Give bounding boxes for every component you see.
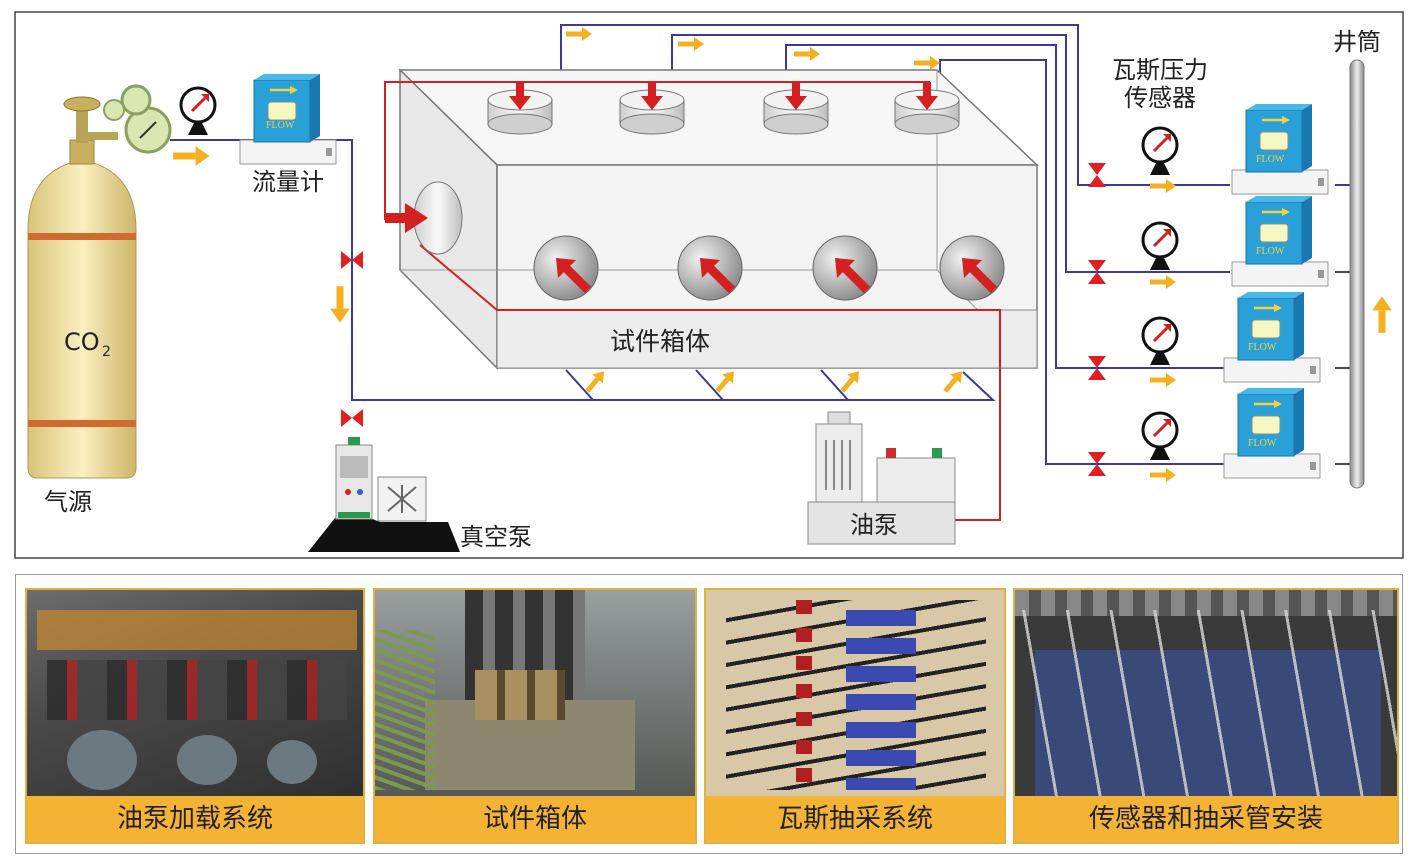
photo-oil-pump-image [27, 590, 363, 796]
photo-specimen-box: 试件箱体 [373, 588, 697, 844]
outlet-flowmeter-1-text: FLOW [1256, 154, 1285, 165]
front-loading-balls [533, 235, 1005, 301]
oil-pump [807, 411, 956, 545]
top-loading-pistons [487, 82, 960, 135]
photo-gas-extraction-image [706, 590, 1004, 796]
vacuum-pump-label: 真空泵 [460, 523, 532, 551]
photo-sensor-installation: 传感器和抽采管安装 [1013, 588, 1399, 844]
oil-pump-label: 油泵 [850, 511, 898, 539]
outlet-flowmeter-4-text: FLOW [1248, 438, 1277, 449]
co2-label: CO [64, 328, 100, 356]
wellbore-pipe [1349, 59, 1365, 489]
caption-oil-pump: 油泵加载系统 [27, 796, 363, 842]
gas-source-label: 气源 [44, 488, 92, 516]
red-hydraulic-pipes [384, 81, 1001, 521]
gas-pressure-sensor-label-line2: 传感器 [1124, 84, 1196, 112]
photo-sensor-installation-image [1015, 590, 1397, 800]
co2-gas-cylinder [27, 84, 230, 479]
caption-gas-extraction: 瓦斯抽采系统 [706, 796, 1004, 842]
outlet-flowmeter-2-text: FLOW [1256, 246, 1285, 257]
wellbore-label: 井筒 [1333, 28, 1381, 56]
outlet-flowmeter-3-text: FLOW [1248, 342, 1277, 353]
experimental-system-diagram: 试件箱体 CO 2 气源 FL [14, 11, 1404, 559]
vacuum-pump [308, 437, 460, 552]
inlet-flowmeter-text: FLOW [266, 120, 295, 131]
caption-specimen-box: 试件箱体 [375, 796, 695, 842]
co2-subscript: 2 [102, 344, 111, 360]
photo-gas-extraction-system: 瓦斯抽采系统 [704, 588, 1006, 844]
specimen-box-label: 试件箱体 [610, 327, 710, 356]
photo-oil-pump-loading-system: 油泵加载系统 [25, 588, 365, 844]
caption-sensor-installation: 传感器和抽采管安装 [1015, 796, 1397, 842]
gas-pressure-sensor-label-line1: 瓦斯压力 [1112, 56, 1208, 84]
photo-specimen-box-image [375, 590, 695, 796]
side-loading-piston [385, 181, 463, 255]
flowmeter-label: 流量计 [252, 168, 324, 196]
